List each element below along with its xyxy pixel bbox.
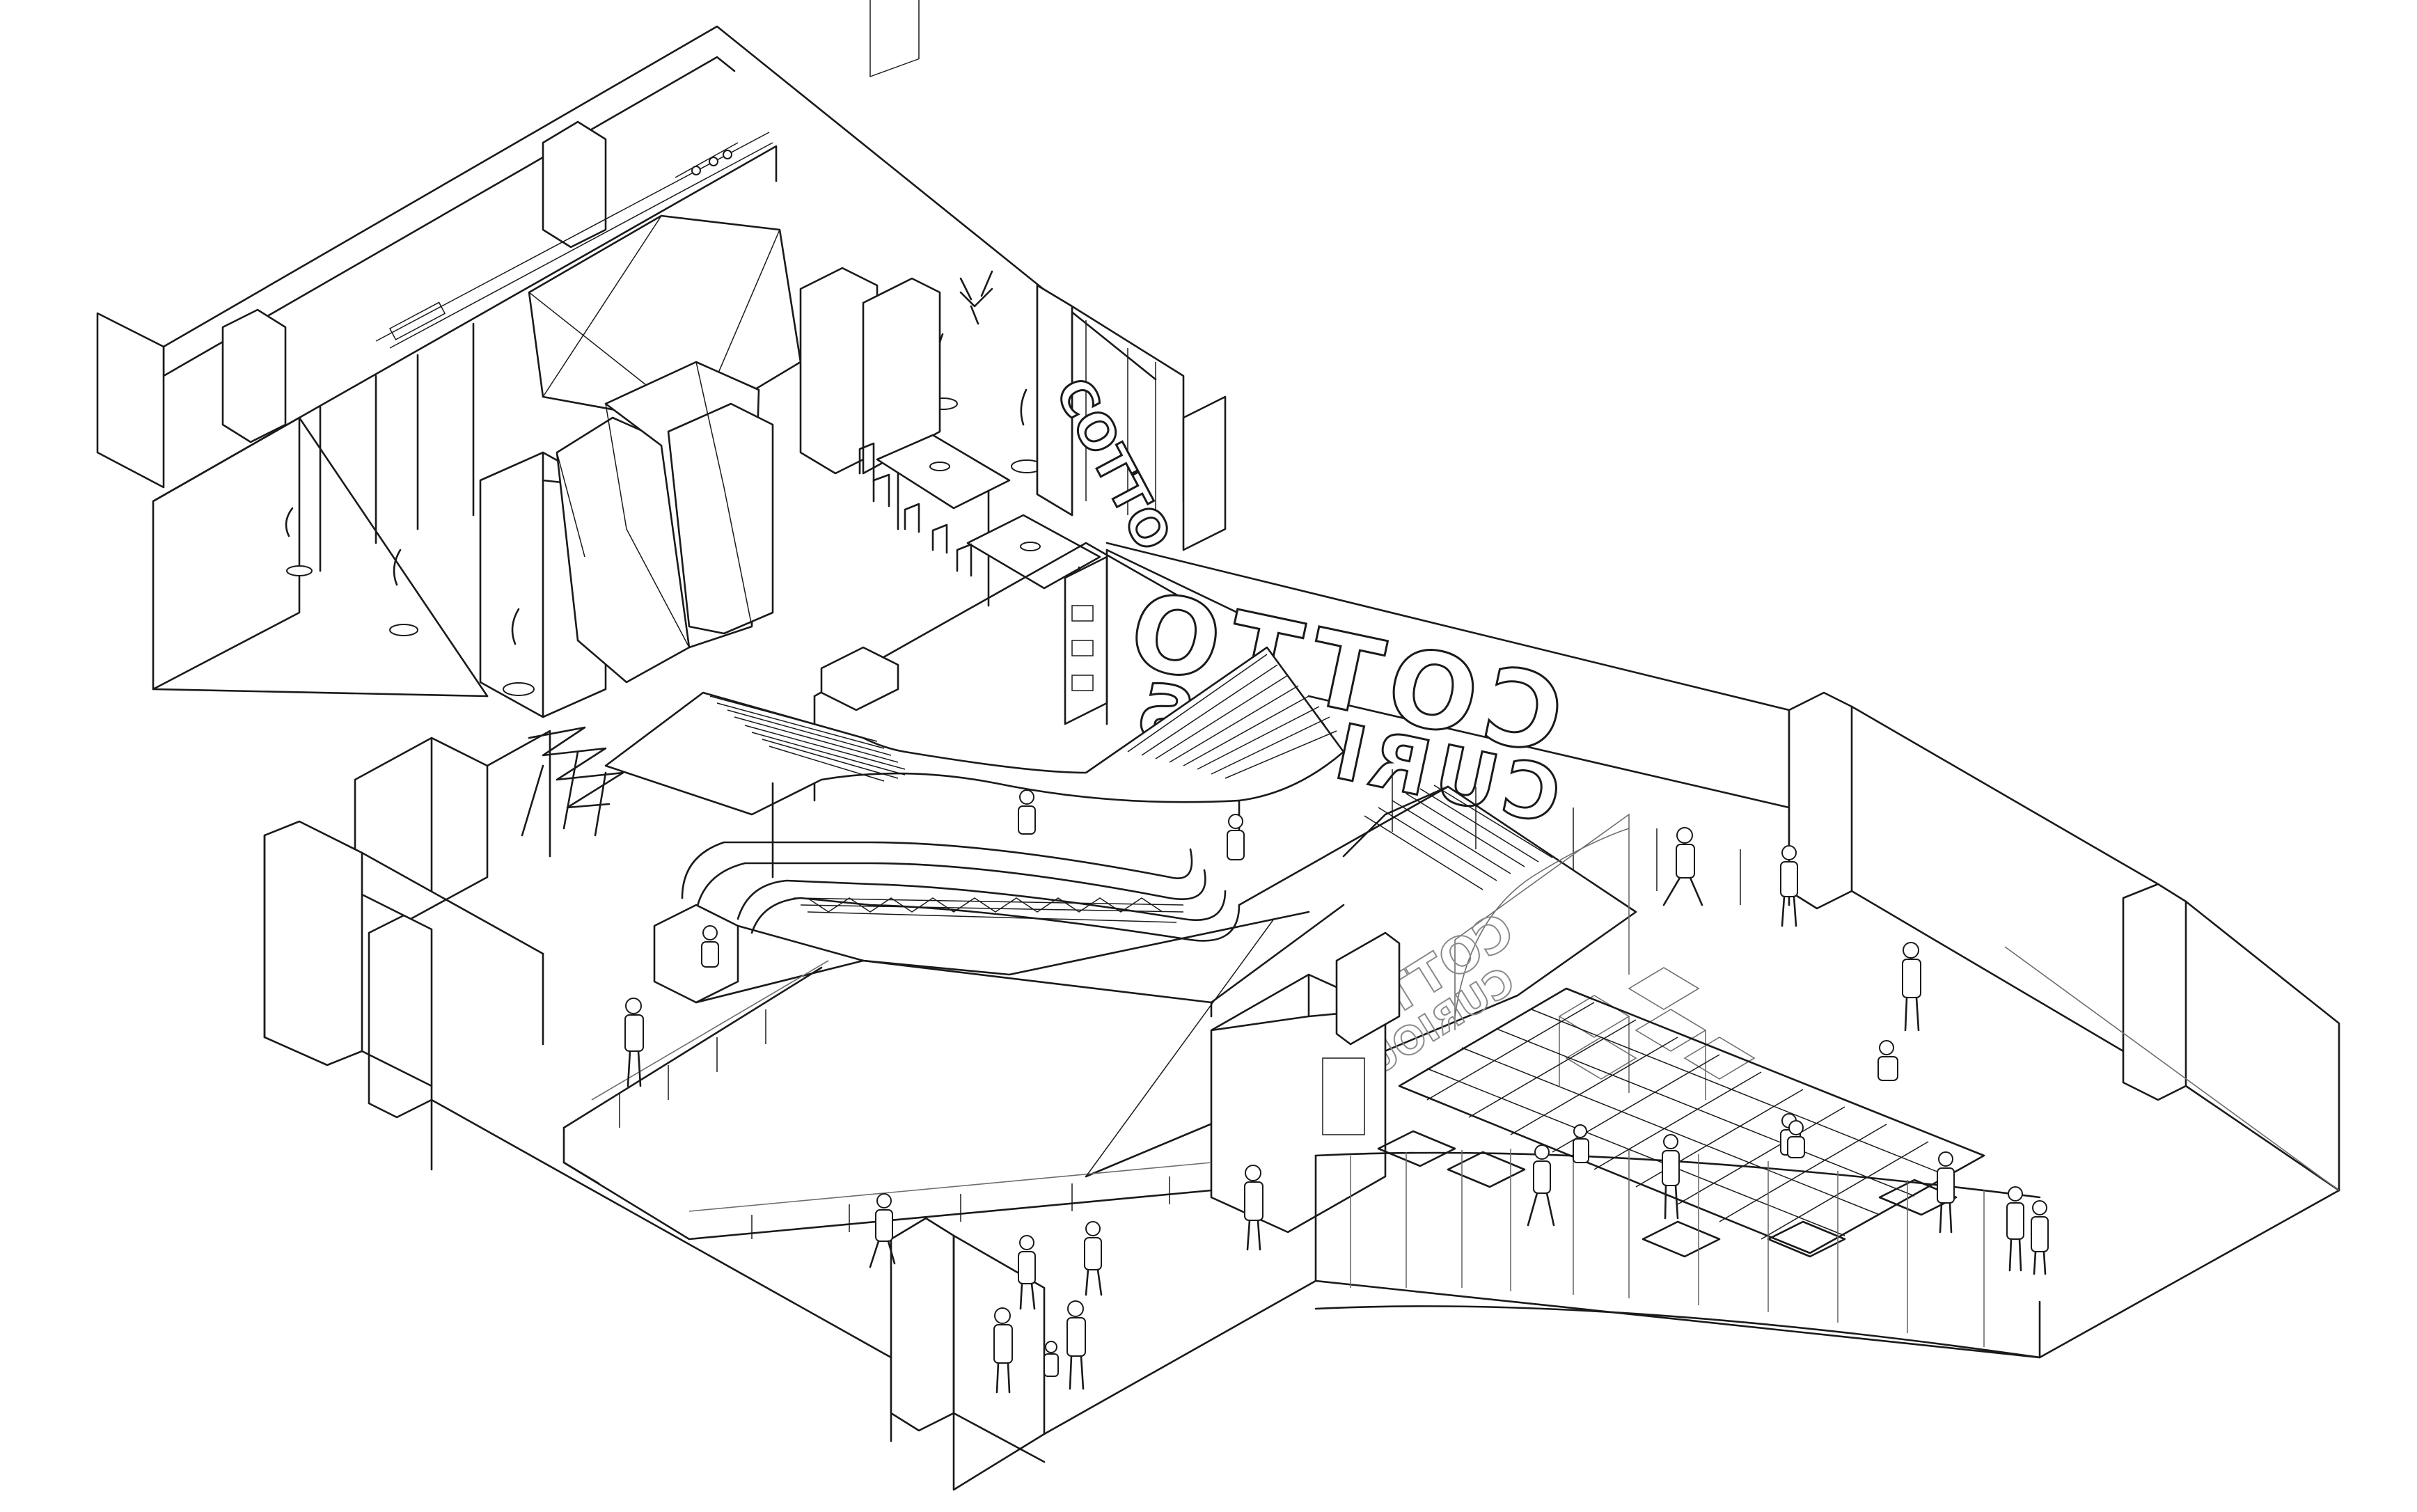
faceted-display-blocks — [479, 361, 774, 718]
pillar-block — [1210, 931, 1401, 1234]
people-figures — [624, 789, 2049, 1394]
vertical-sign-panel: COTTO — [1036, 284, 1183, 561]
mezzanine-slab — [653, 785, 1637, 1178]
cafe-room — [799, 0, 1227, 614]
display-floor-grid — [1377, 987, 1985, 1258]
stair-enclosure — [263, 726, 624, 1119]
ground-floor-shell — [430, 1098, 2041, 1491]
escalator-canopy — [604, 646, 1345, 942]
building-shell-right — [1788, 691, 2340, 1359]
building-shell-upper — [96, 25, 1157, 698]
void-balustrade — [562, 918, 1275, 1241]
central-partition — [813, 542, 1282, 802]
